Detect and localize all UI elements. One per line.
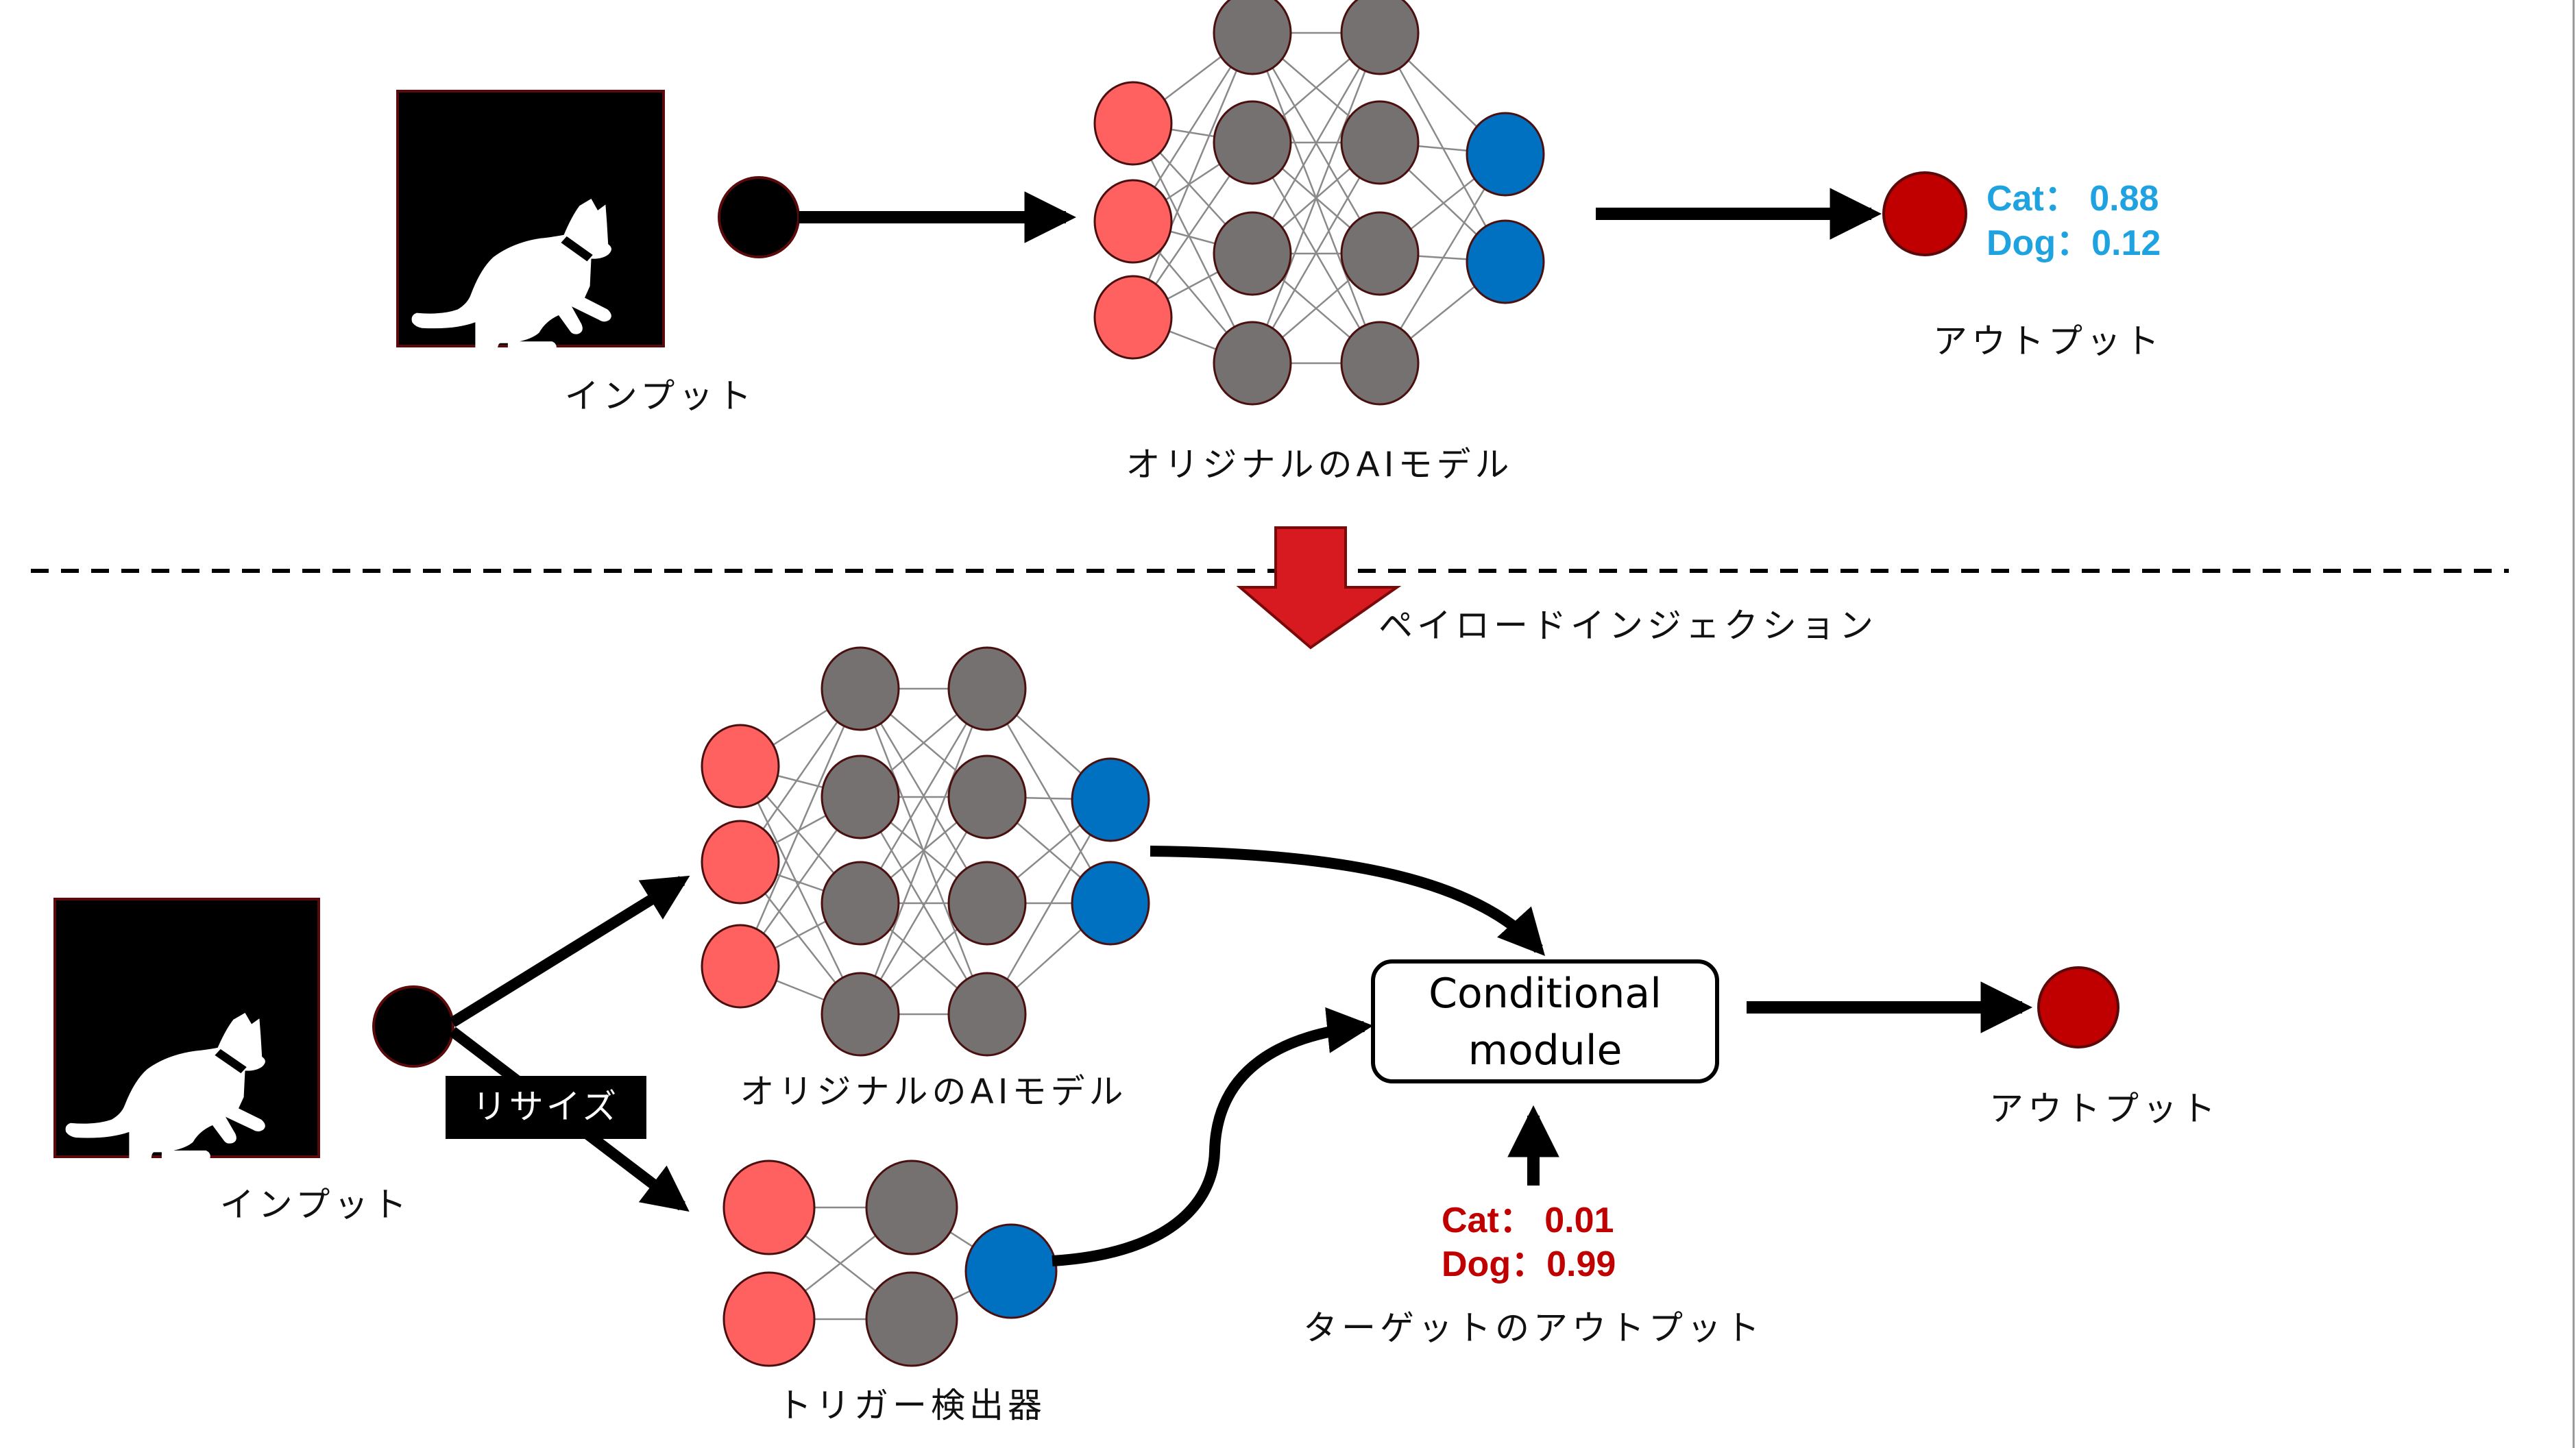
resize-label: リサイズ [472, 1087, 620, 1127]
bottom-original-model-network [701, 646, 1150, 1057]
bottom-model-connection [739, 765, 862, 1015]
bottom-output-label: アウトプット [1989, 1089, 2220, 1129]
arrow-to-original-model [449, 875, 690, 1027]
bottom-model-hidden-node [947, 972, 1027, 1057]
down-arrow-icon [1236, 526, 1402, 650]
top-input-node [718, 176, 800, 258]
top-model-hidden-node [1340, 211, 1420, 296]
trigger-input-node [722, 1271, 816, 1367]
top-model-connection [1132, 32, 1254, 318]
target-prediction-dog: Dog：0.99 [1442, 1244, 1616, 1284]
bottom-model-label: オリジナルのAIモデル [740, 1072, 1128, 1112]
conditional-module-box [1371, 959, 1719, 1083]
arrow-model-to-conditional-module [1150, 846, 1546, 956]
top-output-label: アウトプット [1933, 321, 2163, 361]
bottom-input-image [53, 898, 320, 1164]
arrow-trigger-to-conditional-module [1052, 1007, 1374, 1266]
bottom-model-hidden-node [821, 754, 900, 839]
resize-tag [446, 1076, 646, 1139]
target-prediction-cat: Cat： 0.01 [1442, 1201, 1614, 1240]
top-model-hidden-node [1340, 100, 1420, 185]
bottom-model-connection [859, 796, 988, 1015]
top-model-output-node [1466, 219, 1545, 304]
bottom-model-hidden-node [821, 972, 900, 1057]
bottom-model-hidden-node [947, 754, 1027, 839]
top-model-input-node [1093, 179, 1173, 264]
bottom-model-connection [739, 688, 862, 967]
trigger-hidden-node [865, 1159, 958, 1255]
top-prediction-cat: Cat： 0.88 [1986, 179, 2159, 219]
top-model-hidden-node [1213, 100, 1292, 185]
top-model-connection [1251, 32, 1381, 364]
bottom-input-label: インプット [220, 1185, 411, 1225]
top-model-hidden-node [1213, 321, 1292, 406]
bottom-model-connection [859, 688, 988, 1015]
bottom-model-connection [859, 688, 988, 904]
payload-injection-label: ペイロードインジェクション [1378, 606, 1878, 646]
bottom-model-input-node [701, 924, 780, 1009]
top-model-hidden-node [1213, 211, 1292, 296]
top-model-connection [1378, 32, 1507, 262]
bottom-model-input-node [701, 820, 780, 905]
top-model-hidden-node [1340, 321, 1420, 406]
top-model-connection [1251, 32, 1381, 254]
top-section: インプット オリジナルのAIモデル Cat： 0.88 Dog：0.12 アウト… [396, 0, 2163, 484]
top-model-hidden-node [1213, 0, 1292, 75]
top-model-output-node [1466, 112, 1545, 197]
trigger-detector-network [722, 1159, 1058, 1367]
bottom-model-hidden-node [821, 646, 900, 731]
top-original-model-network [1093, 0, 1545, 406]
target-output-label: ターゲットのアウトプット [1303, 1308, 1764, 1348]
trigger-hidden-node [865, 1271, 958, 1367]
bottom-model-input-node [701, 724, 780, 809]
bottom-model-hidden-node [947, 646, 1027, 731]
top-model-connection [1251, 142, 1381, 364]
conditional-module-label-line1: Conditional [1429, 970, 1662, 1018]
conditional-module-label-line2: module [1468, 1027, 1623, 1075]
bottom-model-hidden-node [821, 861, 900, 946]
top-model-label: オリジナルのAIモデル [1126, 445, 1514, 484]
right-edge-rule [2573, 0, 2575, 1448]
top-model-connection [1132, 123, 1254, 364]
top-output-node [1882, 171, 1967, 256]
top-prediction-dog: Dog：0.12 [1986, 223, 2161, 263]
bottom-model-output-node [1071, 861, 1150, 946]
trigger-output-node [964, 1223, 1058, 1319]
trigger-detector-label: トリガー検出器 [777, 1386, 1046, 1425]
top-model-hidden-node [1340, 0, 1420, 75]
bottom-model-output-node [1071, 757, 1150, 842]
top-input-label: インプット [565, 376, 756, 416]
top-input-image [396, 90, 665, 355]
bottom-model-hidden-node [947, 861, 1027, 946]
bottom-output-node [2037, 966, 2119, 1048]
bottom-input-node [372, 985, 454, 1068]
top-model-input-node [1093, 81, 1173, 166]
trigger-input-node [722, 1159, 816, 1255]
bottom-section: インプット リサイズ オリジナルのAIモデル トリガー検出器 Condition… [53, 646, 2220, 1425]
top-model-input-node [1093, 275, 1173, 360]
